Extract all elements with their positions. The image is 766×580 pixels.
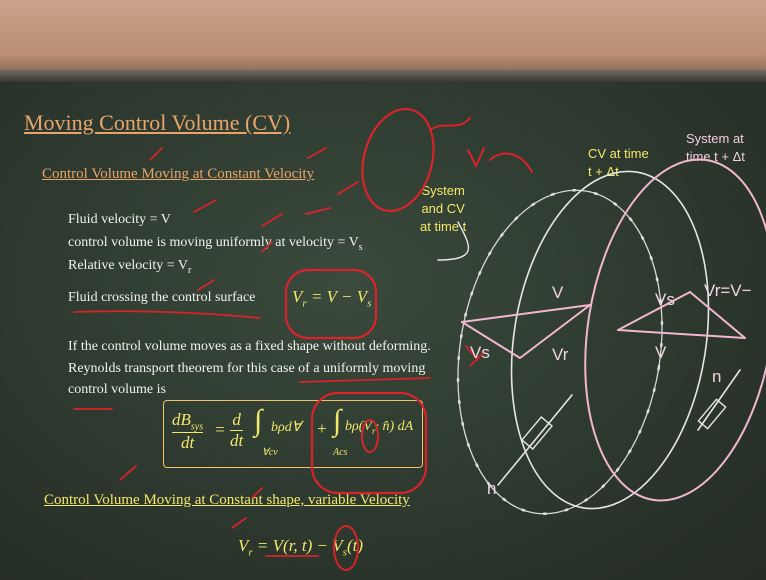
annotation-circle-vs xyxy=(361,107,435,213)
annotation-underline-3 xyxy=(299,377,431,383)
label-system-cv-time-t: System and CV at time t xyxy=(420,183,467,234)
variable-velocity-equation: Vr = V(r, t) − Vs(t) xyxy=(238,536,363,559)
annotation-circle-vr xyxy=(361,419,379,453)
annotation-ticks-top xyxy=(149,147,359,213)
integral-sign-cs: ∫ xyxy=(333,404,342,437)
label-n-1: n xyxy=(487,479,496,498)
velocity-v-arrow-2 xyxy=(617,329,746,339)
area-element-2 xyxy=(697,398,727,430)
label-vr-1: Vr xyxy=(552,345,569,364)
label-vs-2: Vs xyxy=(655,290,675,309)
section-subtitle: Control Volume Moving at Constant Veloci… xyxy=(42,166,315,182)
board-rail xyxy=(0,70,766,82)
normal-arrow-1 xyxy=(497,394,573,486)
integral-limit-cs: Acs xyxy=(333,447,348,458)
label-vs-1: Vs xyxy=(470,343,490,362)
integrand-cv: bρd∀ xyxy=(271,420,302,435)
classroom-wall xyxy=(0,0,766,78)
velocity-vr-arrow-2 xyxy=(689,291,746,339)
text-reynolds: Reynolds transport theorem for this case… xyxy=(68,361,426,376)
annotation-ticks-mid xyxy=(197,207,331,291)
label-pointer-arrow xyxy=(437,221,469,261)
label-n-2: n xyxy=(712,367,721,386)
label-v-2: V xyxy=(655,343,667,362)
annotation-ticks-bottom xyxy=(119,465,319,557)
normal-arrow-2 xyxy=(697,369,741,431)
annotation-vs-mark xyxy=(465,345,485,367)
rtt-equals: = xyxy=(214,420,226,439)
velocity-vs-arrow-1 xyxy=(519,304,591,359)
velocity-vr-arrow-1 xyxy=(461,321,521,359)
velocity-v-arrow-1 xyxy=(461,304,591,323)
annotation-box-cs xyxy=(310,391,428,495)
relative-velocity-equation: Vr = V − Vs xyxy=(292,287,372,310)
annotation-vd xyxy=(429,117,471,131)
annotation-box-vr xyxy=(284,268,378,340)
rtt-equation-box xyxy=(163,400,423,468)
rtt-derivative: d dt xyxy=(230,410,244,450)
rtt-plus: + xyxy=(316,419,328,438)
integral-limit-cv: ∀cv xyxy=(262,447,278,458)
rtt-lhs: dBsys dt xyxy=(172,410,204,453)
text-fluid-crossing: Fluid crossing the control surface xyxy=(68,290,256,305)
text-control-volume-is: control volume is xyxy=(68,382,166,397)
text-relative-velocity: Relative velocity = Vr xyxy=(68,258,192,276)
label-v-1: V xyxy=(552,283,564,302)
cv-time-dt xyxy=(510,170,710,510)
integral-sign-cv: ∫ xyxy=(254,404,263,437)
text-cv-moving: control volume is moving uniformly at ve… xyxy=(68,235,363,253)
annotation-underline-1 xyxy=(73,310,261,319)
cv-time-t xyxy=(457,189,663,515)
text-fluid-velocity: Fluid velocity = V xyxy=(68,212,171,227)
label-vr-eq: Vr=V− xyxy=(704,281,752,300)
slide-title: Moving Control Volume (CV) xyxy=(24,110,291,135)
area-element-1 xyxy=(521,416,553,450)
system-time-dt xyxy=(584,158,766,502)
annotation-vs-vec xyxy=(467,147,533,173)
text-fixed-shape: If the control volume moves as a fixed s… xyxy=(68,339,431,354)
velocity-vs-arrow-2 xyxy=(617,291,691,331)
section-subtitle-variable: Control Volume Moving at Constant shape,… xyxy=(44,492,410,508)
annotation-circle-vs-t xyxy=(333,525,359,571)
label-cv-time-dt: CV at time t + Δt xyxy=(588,146,649,179)
